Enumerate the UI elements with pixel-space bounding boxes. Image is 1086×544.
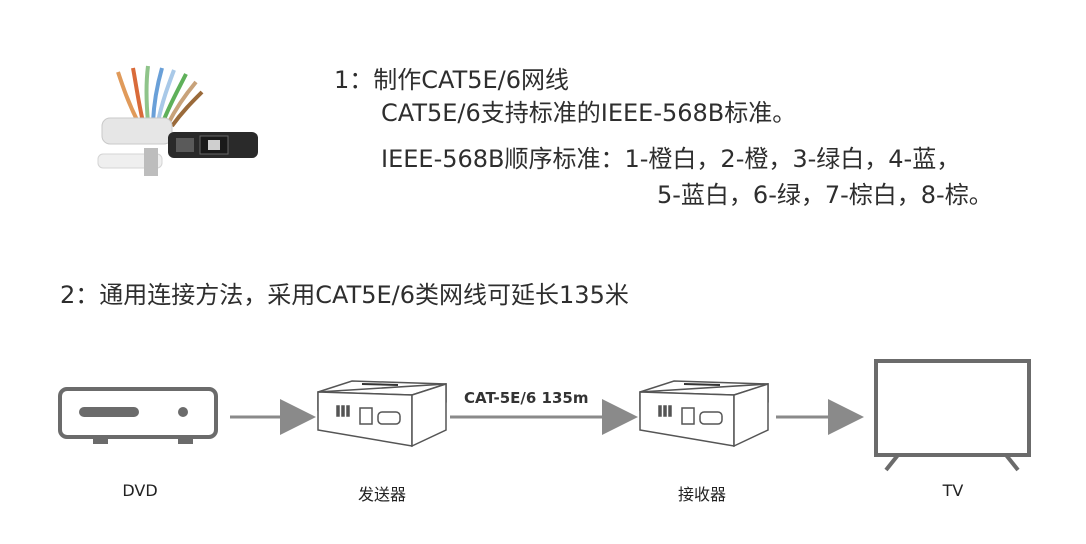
step2-title: 2：通用连接方法，采用CAT5E/6类网线可延长135米 <box>60 275 629 310</box>
step1-line2: IEEE-568B顺序标准：1-橙白，2-橙，3-绿白，4-蓝， <box>381 139 960 174</box>
dvd-player-icon <box>60 389 216 444</box>
cable-label: CAT-5E/6 135m <box>464 389 588 407</box>
receiver-label: 接收器 <box>662 481 742 505</box>
cable-crimp-illustration <box>88 62 268 182</box>
dvd-label: DVD <box>110 481 170 500</box>
step1-line3: 5-蓝白，6-绿，7-棕白，8-棕。 <box>657 175 993 210</box>
step1-line1: CAT5E/6支持标准的IEEE-568B标准。 <box>381 93 796 128</box>
tv-icon <box>876 361 1029 470</box>
connection-diagram <box>0 340 1086 490</box>
transmitter-icon <box>318 381 446 446</box>
tv-label: TV <box>928 481 978 500</box>
receiver-icon <box>640 381 768 446</box>
step1-title: 1：制作CAT5E/6网线 <box>334 60 569 95</box>
transmitter-label: 发送器 <box>342 481 422 505</box>
